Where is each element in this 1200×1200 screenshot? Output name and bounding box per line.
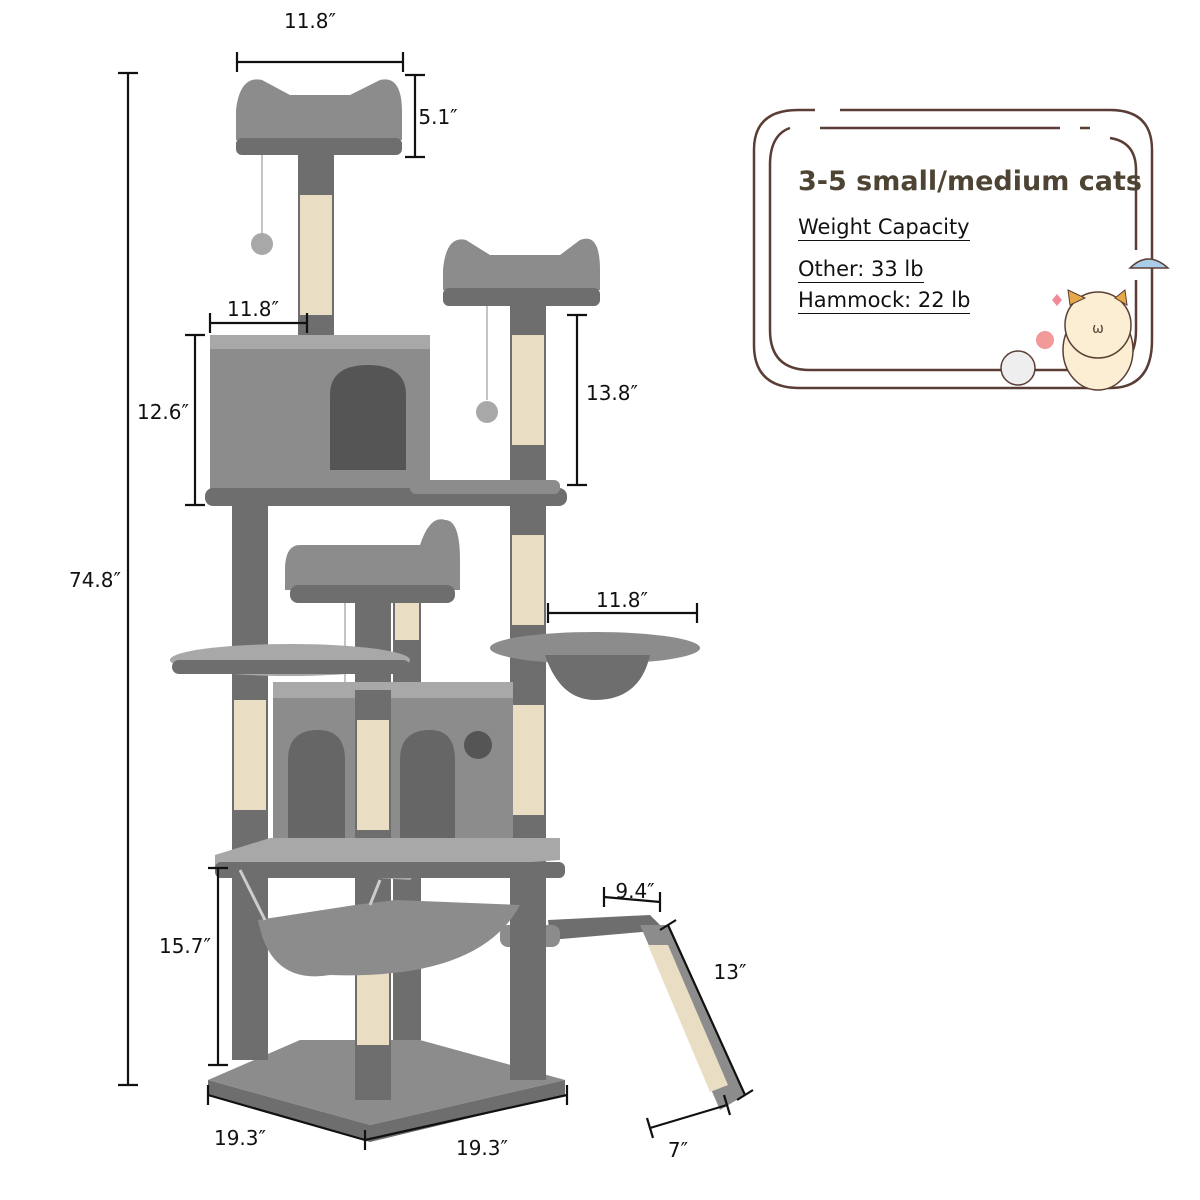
basket <box>545 655 650 700</box>
middle-perch <box>285 519 460 590</box>
total-height-label: 74.8″ <box>69 568 121 592</box>
top-perch-width-label: 11.8″ <box>284 9 336 33</box>
top-perch-height-label: 5.1″ <box>418 105 457 129</box>
base-width-label: 19.3″ <box>456 1136 508 1160</box>
ramp-top <box>548 915 665 940</box>
hammock-height-label: 15.7″ <box>159 934 211 958</box>
pom-pom-toy <box>251 233 273 255</box>
cat-tree <box>170 79 745 1142</box>
base-depth-label: 19.3″ <box>214 1126 266 1150</box>
upper-right-perch <box>443 238 600 290</box>
cat-capacity-title: 3-5 small/medium cats <box>798 166 1142 197</box>
ramp-width-label: 7″ <box>668 1138 688 1162</box>
condo-height-label: 12.6″ <box>137 400 189 424</box>
top-perch <box>236 79 402 140</box>
condo-opening <box>330 365 406 470</box>
cartoon-cats-icon: ω <box>1000 258 1170 391</box>
post-height-label: 13.8″ <box>586 381 638 405</box>
hammock-capacity: Hammock: 22 lb <box>798 288 971 314</box>
svg-text:ω: ω <box>1092 321 1104 337</box>
hammock <box>258 900 520 977</box>
dimension-lines: 11.8″ 5.1″ 74.8″ 11.8″ 12.6″ 13.8″ 11.8″… <box>69 9 754 1162</box>
ramp-length-label: 13″ <box>714 960 747 984</box>
condo-width-label: 11.8″ <box>227 297 279 321</box>
other-capacity: Other: 33 lb <box>798 257 924 283</box>
basket-width-label: 11.8″ <box>596 588 648 612</box>
ramp-top-width-label: 9.4″ <box>615 879 654 903</box>
weight-capacity-heading: Weight Capacity <box>798 215 970 241</box>
